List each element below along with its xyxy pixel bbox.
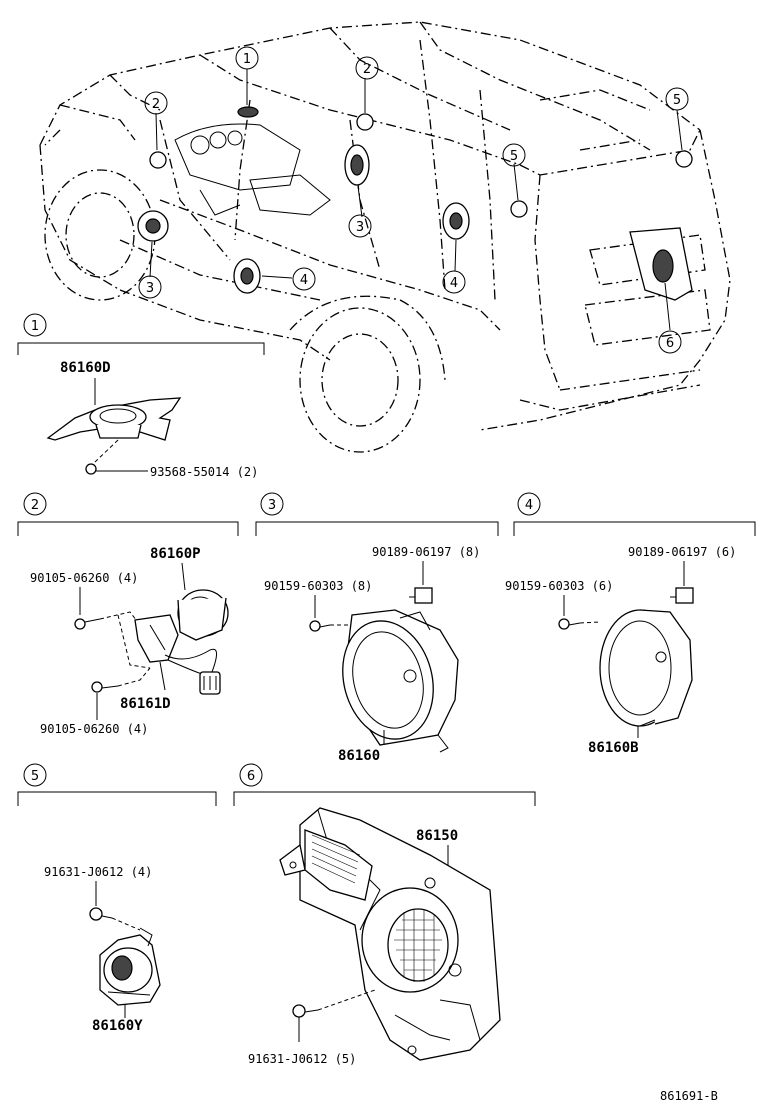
svg-text:1: 1 (243, 52, 251, 67)
svg-text:2: 2 (31, 498, 39, 513)
dash-speaker-marker-2 (149, 151, 167, 169)
part-label-86161D: 86161D (120, 696, 171, 712)
section-5-pillar-speaker: 5 91631-J0612 (4) 86160Y (17, 763, 217, 1034)
callout-1-top: 1 (235, 46, 259, 70)
svg-text:2: 2 (152, 97, 160, 112)
clip-label-90189-8: 90189-06197 (8) (372, 545, 480, 559)
pillar-speaker-marker-5 (675, 150, 693, 168)
svg-text:3: 3 (268, 498, 276, 513)
rear-speaker-marker-2 (356, 113, 374, 131)
clip-label-90189-6: 90189-06197 (6) (628, 545, 736, 559)
callout-5-mid: 5 (502, 143, 526, 167)
screw-label-91631-5: 91631-J0612 (5) (248, 1052, 356, 1066)
callout-4-left: 4 (292, 267, 316, 291)
section-4-rear-door-speaker: 4 90189-06197 (6) 90159-60303 (6) 86160B (505, 492, 756, 756)
svg-text:3: 3 (356, 220, 364, 235)
callout-6: 6 (658, 330, 682, 354)
svg-text:5: 5 (31, 769, 39, 784)
callout-3-left: 3 (138, 275, 162, 299)
callout-2-right: 2 (355, 56, 379, 80)
svg-text:5: 5 (510, 149, 518, 164)
svg-text:4: 4 (450, 276, 458, 291)
section-3-door-speaker: 3 90189-06197 (8) 90159-60303 (8) 86160 (255, 492, 499, 764)
screw-label-93568: 93568-55014 (2) (150, 465, 258, 479)
section-2-dash-speaker: 2 86160P 90105-06260 (4) 86161D 90105-06… (17, 492, 239, 736)
vehicle-overview: 1 2 2 3 3 4 4 5 (39, 21, 731, 453)
svg-text:5: 5 (673, 93, 681, 108)
svg-text:4: 4 (525, 498, 533, 513)
callout-2-left: 2 (144, 91, 168, 115)
screw-label-90105-bottom: 90105-06260 (4) (40, 722, 148, 736)
figure-id: 861691-B (660, 1089, 718, 1103)
part-label-86160P: 86160P (150, 546, 201, 562)
quarter-speaker-marker-5 (510, 200, 528, 218)
callout-4-right: 4 (442, 270, 466, 294)
part-label-86160: 86160 (338, 748, 380, 764)
part-label-86160D: 86160D (60, 360, 111, 376)
tweeter-marker-1 (237, 106, 259, 118)
part-label-86160Y: 86160Y (92, 1018, 143, 1034)
callout-5-right: 5 (665, 87, 689, 111)
callout-3-mid: 3 (348, 214, 372, 238)
screw-label-90159-8: 90159-60303 (8) (264, 579, 372, 593)
svg-text:6: 6 (247, 769, 255, 784)
section-6-subwoofer: 6 86150 91631-J0612 (5) (233, 763, 536, 1066)
svg-text:2: 2 (363, 62, 371, 77)
screw-label-91631-4: 91631-J0612 (4) (44, 865, 152, 879)
svg-text:1: 1 (31, 319, 39, 334)
svg-text:4: 4 (300, 273, 308, 288)
screw-label-90159-6: 90159-60303 (6) (505, 579, 613, 593)
part-label-86160B: 86160B (588, 740, 639, 756)
section-1-tweeter: 1 86160D 93568-55014 (2) (17, 313, 265, 479)
svg-text:3: 3 (146, 281, 154, 296)
svg-text:6: 6 (666, 336, 674, 351)
part-label-86150: 86150 (416, 828, 458, 844)
screw-label-90105-top: 90105-06260 (4) (30, 571, 138, 585)
